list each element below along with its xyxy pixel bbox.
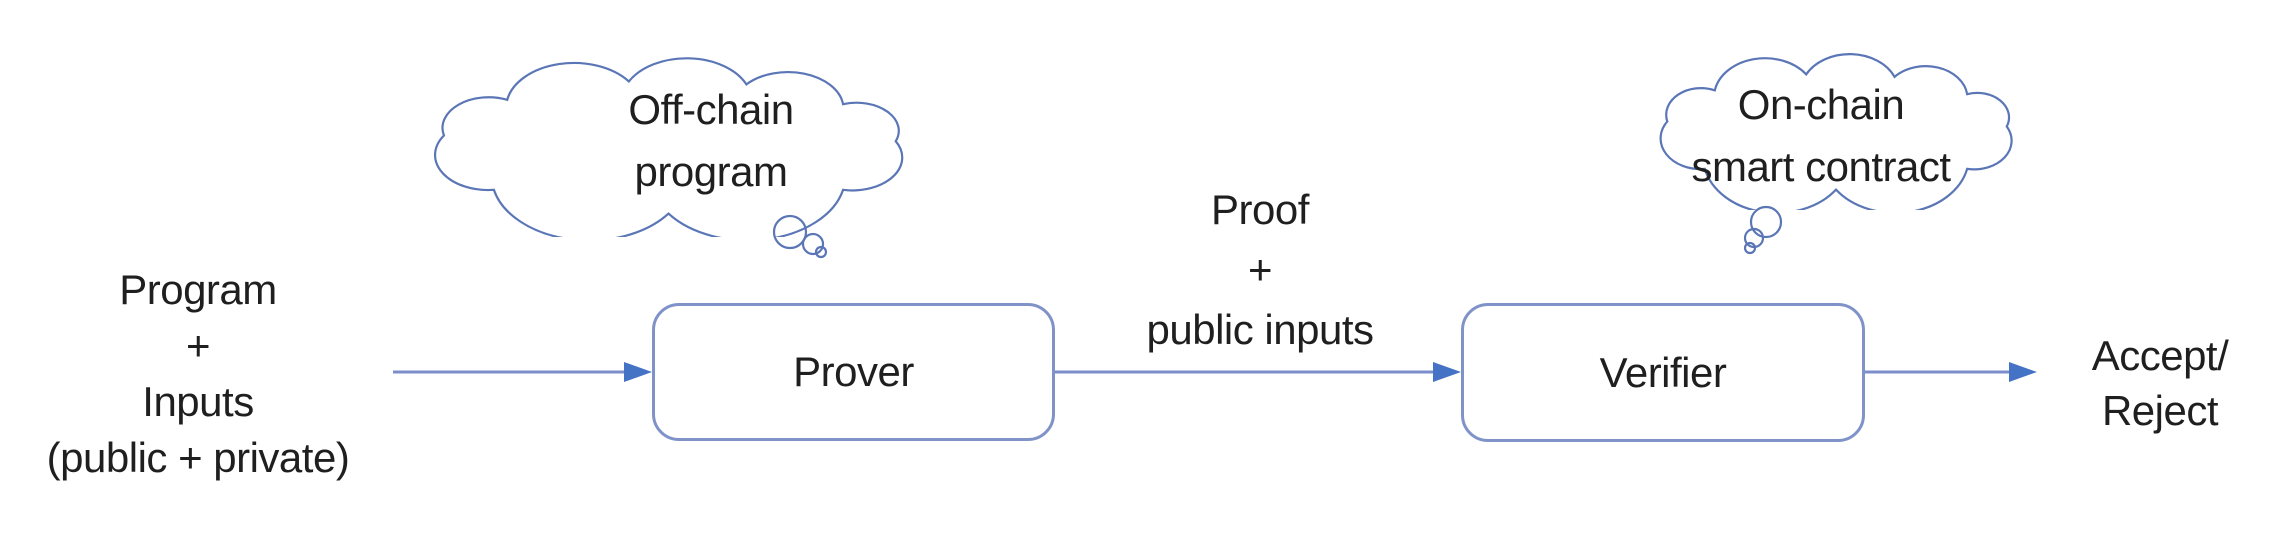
input-label-line: Inputs [142,378,254,425]
onchain-cloud-line: smart contract [1691,143,1951,190]
arrow-prover-to-verifier [1055,362,1461,382]
input-label: Program + Inputs (public + private) [18,262,378,486]
input-label-line: Program [119,266,277,313]
proof-edge-line: Proof [1211,186,1309,233]
offchain-cloud-label: Off-chain program [551,79,871,203]
onchain-cloud-line: On-chain [1737,81,1905,128]
offchain-cloud-icon [435,58,902,259]
verifier-node: Verifier [1461,303,1865,442]
arrow-verifier-to-output [1865,362,2037,382]
input-label-line: + [185,322,211,369]
onchain-cloud-label: On-chain smart contract [1641,74,2001,198]
proof-edge-line: public inputs [1146,306,1374,353]
output-label-line: Reject [2101,387,2219,434]
input-label-line: (public + private) [46,434,350,481]
onchain-cloud-icon [1661,54,2012,255]
output-label-line: Accept/ [2091,332,2229,379]
proof-edge-line: + [1247,246,1273,293]
arrow-inputs-to-prover [393,362,652,382]
output-label: Accept/ Reject [2040,328,2278,438]
verifier-node-label: Verifier [1599,348,1727,396]
prover-node-label: Prover [793,348,914,395]
offchain-cloud-line: program [634,148,788,195]
proof-edge-label: Proof + public inputs [1100,180,1420,360]
prover-node: Prover [652,303,1055,441]
offchain-cloud-line: Off-chain [628,86,794,133]
